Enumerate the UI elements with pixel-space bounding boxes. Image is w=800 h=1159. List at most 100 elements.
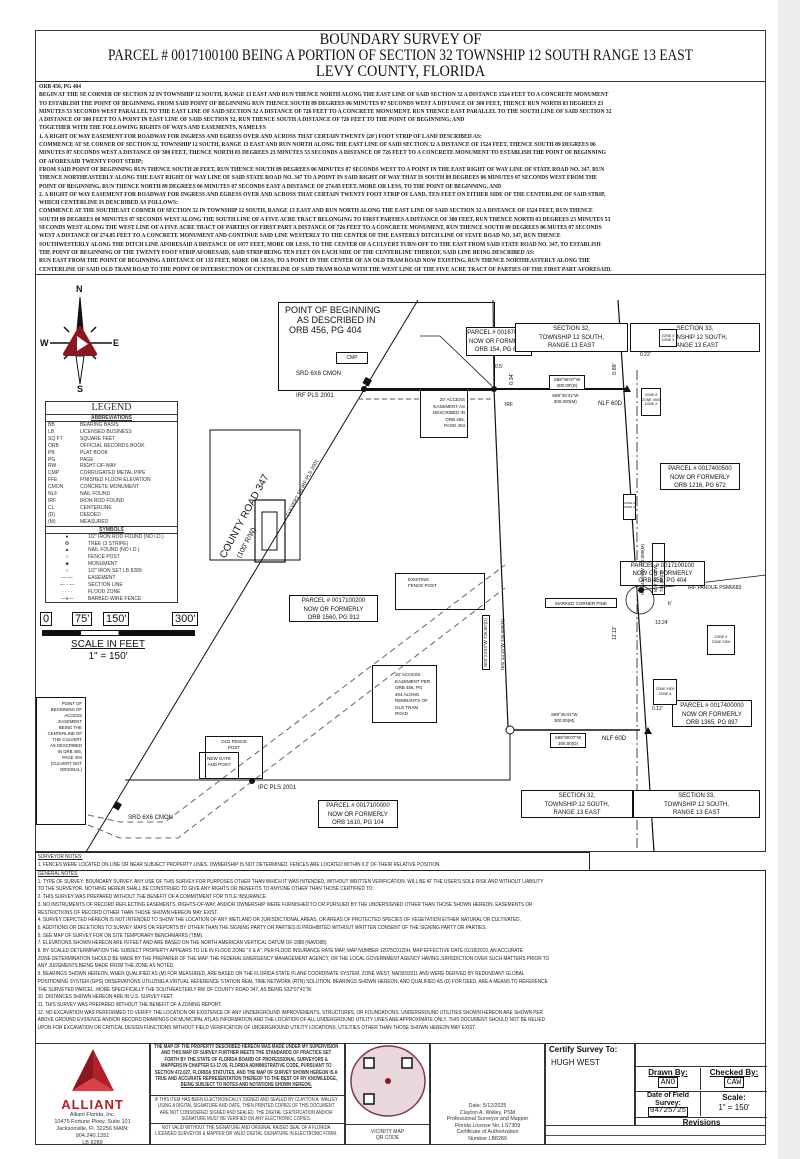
certify-to: HUGH WEST (551, 1058, 600, 1067)
drawn-by-value: ANO (657, 1077, 679, 1088)
surveyor-notes: SURVEYOR NOTES: 1. FENCES WERE LOCATED O… (35, 852, 590, 871)
general-note-line: 2. THIS SURVEY WAS PREPARED WITHOUT THE … (37, 894, 268, 901)
scale-value: 1" = 150' (718, 1103, 750, 1112)
bearing: S89°06'07"W (554, 735, 582, 740)
vicinity-qr-code-icon (350, 1045, 426, 1117)
symbol-meaning: FENCE POST (88, 554, 120, 561)
legend-symbol-icon: ■ (65, 561, 69, 568)
surveyor-info: Date: 5/12/2025 Clayton A. Walley, PSM P… (431, 1103, 544, 1142)
abbreviation-meaning: DEEDED (80, 511, 101, 518)
legend-symbol-row: ❂TREE (3 STRIPE) (46, 541, 177, 548)
abbreviation: SQ FT (48, 435, 63, 442)
note-line: (CULVERT NOT (50, 761, 82, 766)
surveyor-line: Florida License No. LS7309 (454, 1122, 521, 1129)
legal-line: SOUTHWESTERLY ALONG THE DITCH LINE AFORE… (39, 240, 601, 248)
dim-13-24: 13.24' (655, 620, 669, 626)
legal-line: MINUTES 53 SECONDS WEST PARALLEL TO THE … (39, 107, 612, 115)
note-line: DESCRIBED IN (432, 410, 465, 415)
note-line: CENTERLINE OF (47, 731, 82, 736)
surveyor-notes-heading: SURVEYOR NOTES: (37, 854, 83, 860)
symbol-meaning: EASEMENT (88, 575, 116, 582)
general-note-line: 1. TYPE OF SURVEY: BOUNDARY SURVEY. ANY … (37, 878, 544, 885)
surveyor-line: Clayton A. Walley, PSM (459, 1109, 516, 1116)
irf-pardue-marker (638, 587, 644, 593)
symbol-meaning: 1/2" IRON SET LB 8289 (88, 568, 142, 575)
scale-ratio: 1" = 150' (88, 651, 128, 662)
scale-tick-0: 0 (40, 612, 53, 626)
company-lb: LB 8289 (82, 1140, 103, 1146)
section-line-1: SECTION 33, (676, 326, 714, 332)
general-notes-list: 1. TYPE OF SURVEY: BOUNDARY SURVEY. ANY … (38, 879, 759, 1033)
section-line-2: TOWNSHIP 12 SOUTH, (664, 801, 729, 808)
srd-monument-bottom (112, 800, 122, 811)
abbreviation-meaning: SQUARE FEET (80, 435, 116, 442)
abbreviation: BB (48, 422, 55, 428)
ipc-label: IPC PLS 2001 (258, 785, 297, 791)
scale-title: SCALE IN FEET (71, 639, 145, 650)
legal-line: A DISTANCE OF 300 FEET TO A POINT IN EAS… (39, 116, 465, 124)
legal-line: BEGIN AT THE SE CORNER OF SECTION 32 IN … (39, 91, 609, 99)
general-note-line: POSITIONING SYSTEM (GPS) OBSERVATIONS UT… (37, 978, 548, 985)
abbreviation-meaning: LICENSED BUSINESS (80, 428, 132, 435)
abbreviation-meaning: CORRUGATED METAL PIPE (80, 470, 146, 477)
abbreviation-meaning: IRON ROD FOUND (80, 497, 125, 504)
abbreviation: NLF (48, 491, 58, 498)
scale-label: Scale: (722, 1093, 746, 1102)
abbreviation-meaning: PAGE (80, 456, 94, 463)
dim-0-22: 0.22' (640, 352, 651, 358)
abbreviation: FFE (48, 477, 58, 484)
distance: 300.000(M) (553, 399, 577, 404)
drawn-by-label: Drawn By: (648, 1068, 688, 1077)
section-line-3: RANGE 13 EAST (553, 810, 601, 816)
legend-symbol-icon: — — (61, 575, 73, 582)
parcel-owner: NOW OR FORMERLY (328, 811, 388, 818)
company-block: ALLIANT Alliant Florida, Inc. 10475 Fort… (35, 1043, 150, 1146)
nlf-marker-top (623, 385, 631, 392)
cmp-label: CMP (336, 352, 368, 364)
parcel-owner: NOW OR FORMERLY (670, 474, 730, 481)
general-note-line: 12. NO EXCAVATION WAS PERFORMED TO VERIF… (37, 1009, 543, 1016)
srd-top-label: SRD 6X6 CMON (296, 371, 342, 377)
general-note-line: ABOVE GROUND EVIDENCE AND/OR RECORD DRAW… (37, 1017, 546, 1024)
dim-0-12: 0.12' (652, 706, 663, 712)
legend-symbol-row: — - —SECTION LINE (46, 582, 177, 589)
parcel-number: PARCEL # 0016700100 (467, 330, 531, 336)
zone-label: ZONE X (644, 402, 658, 406)
note-line: 20' ACCESS (439, 397, 465, 402)
dim-b: b' (668, 601, 672, 607)
section-32-box-bottom: SECTION 32,TOWNSHIP 12 SOUTH,RANGE 13 EA… (521, 790, 633, 818)
legal-line: 2. A RIGHT OF WAY EASEMENT FOR ROADWAY F… (39, 190, 606, 198)
zone-label: ZONE X (661, 338, 675, 342)
field-date-label: Date of Field Survey: (646, 1092, 689, 1107)
legal-line: ORB 456, PG 404 (39, 83, 82, 90)
alliant-logo-icon (71, 1049, 114, 1091)
nlf-bottom-label: NLF 60D (602, 736, 627, 742)
abbreviation: ORB (48, 442, 59, 449)
note-line: AS DESCRIBED (50, 743, 82, 748)
zone-label: ZONE A (658, 692, 672, 696)
general-note-line: 5. ADDITIONS OR DELETIONS TO SURVEY MAPS… (37, 924, 487, 931)
parcel-record: ORB 1560, PG 912 (307, 615, 360, 621)
company-address-2: Jacksonville, Fl. 32256 MAIN: (56, 1126, 129, 1132)
zone-label: ZONE X (624, 505, 636, 509)
parcel-number: PARCEL # 0017100100 (630, 563, 695, 569)
note-line: IN ORB 456, (57, 749, 82, 754)
section-line-2: TOWNSHIP 12 SOUTH, (662, 334, 728, 341)
symbols-header: SYMBOLS (46, 525, 177, 534)
revisions-label: Revisions (636, 1117, 767, 1127)
east-bearing-measured: N02°44'19"W 726.000(M) (640, 543, 645, 595)
legend-symbol-icon: ▲ (64, 547, 70, 554)
section-33-box-top: SECTION 33,TOWNSHIP 12 SOUTH,RANGE 13 EA… (630, 323, 760, 352)
vicinity-label-line: QR CODE (375, 1135, 400, 1142)
abbreviations-header: ABBREVIATIONS (46, 415, 177, 422)
abbreviation-meaning: RIGHT-OF-WAY (80, 463, 117, 470)
